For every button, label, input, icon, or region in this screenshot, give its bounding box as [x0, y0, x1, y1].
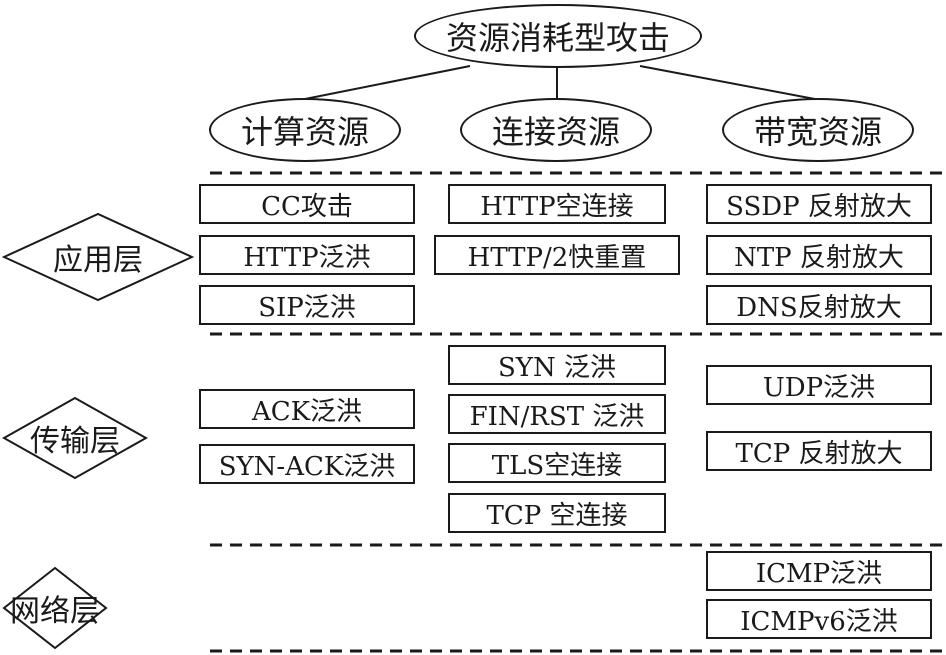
attack-label: FIN/RST 泛洪: [469, 401, 645, 432]
attack-box: SYN-ACK泛洪: [199, 444, 415, 484]
layer-label: 传输层: [30, 424, 120, 459]
diamond-shape: [2, 566, 108, 650]
layer-transport: 传输层: [2, 396, 148, 480]
edge-root-compute: [299, 65, 471, 101]
layer-network: 网络层: [2, 566, 108, 650]
attack-label: TCP 空连接: [486, 500, 628, 531]
layer-label: 网络层: [10, 594, 100, 629]
category-compute: 计算资源: [209, 98, 401, 162]
attack-box: ACK泛洪: [199, 389, 415, 429]
diamond-shape: [2, 396, 148, 480]
attack-label: SIP泛洪: [258, 292, 356, 323]
attack-box: HTTP泛洪: [199, 235, 415, 275]
attack-label: SSDP 反射放大: [726, 191, 912, 222]
attack-label: HTTP/2快重置: [467, 242, 647, 273]
root-node: 资源消耗型攻击: [414, 4, 702, 68]
category-label: 带宽资源: [753, 113, 882, 151]
attack-box: ICMPv6泛洪: [706, 599, 932, 639]
root-label: 资源消耗型攻击: [445, 19, 670, 57]
attack-label: UDP泛洪: [762, 372, 876, 403]
attack-label: HTTP空连接: [480, 191, 634, 222]
attack-label: CC攻击: [261, 191, 353, 222]
attack-box: SIP泛洪: [199, 285, 415, 325]
attack-box: DNS反射放大: [706, 285, 932, 325]
attack-box: HTTP/2快重置: [434, 235, 680, 275]
attack-box: TLS空连接: [448, 443, 666, 483]
attack-label: SYN-ACK泛洪: [218, 451, 396, 482]
layer-label: 应用层: [53, 243, 143, 278]
attack-box: SYN 泛洪: [448, 345, 666, 385]
edge-root-bandwidth: [639, 65, 821, 101]
attack-box: ICMP泛洪: [706, 551, 932, 591]
layer-application: 应用层: [2, 212, 194, 302]
category-label: 连接资源: [491, 113, 620, 151]
attack-box: UDP泛洪: [706, 365, 932, 405]
attack-label: NTP 反射放大: [734, 242, 904, 273]
attack-label: ICMPv6泛洪: [740, 606, 898, 637]
attack-box: TCP 空连接: [448, 493, 666, 533]
attack-box: FIN/RST 泛洪: [448, 394, 666, 434]
category-label: 计算资源: [240, 113, 369, 151]
attack-box: SSDP 反射放大: [706, 184, 932, 224]
category-bandwidth: 带宽资源: [722, 98, 914, 162]
attack-box: NTP 反射放大: [706, 235, 932, 275]
attack-label: ICMP泛洪: [755, 558, 883, 589]
attack-box: TCP 反射放大: [706, 431, 932, 471]
attack-box: CC攻击: [199, 184, 415, 224]
attack-label: SYN 泛洪: [498, 352, 616, 383]
attack-label: DNS反射放大: [736, 292, 902, 323]
category-connection: 连接资源: [460, 98, 652, 162]
attack-label: HTTP泛洪: [243, 242, 371, 273]
attack-label: TCP 反射放大: [735, 438, 903, 469]
attack-label: TLS空连接: [491, 450, 623, 481]
diamond-shape: [2, 212, 194, 302]
attack-label: ACK泛洪: [251, 396, 363, 427]
attack-box: HTTP空连接: [448, 184, 666, 224]
